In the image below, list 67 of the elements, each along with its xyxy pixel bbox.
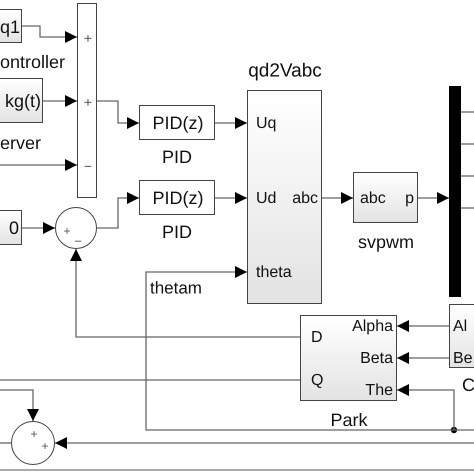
signal-arrow: [418, 192, 449, 204]
signal-label: thetam: [150, 280, 202, 296]
signal-arrow: [70, 249, 300, 338]
port-label: Ud: [256, 191, 276, 207]
port-label: q1: [0, 18, 20, 36]
signal-line: [0, 442, 11, 444]
port-label: Uq: [256, 116, 276, 132]
block: [300, 315, 397, 401]
block: [353, 172, 418, 223]
sum-circle: [55, 207, 97, 249]
signal-arrow: [397, 384, 455, 430]
port-label: p: [405, 191, 414, 207]
block-label: PID(z): [152, 114, 204, 132]
block-name: PID: [162, 223, 192, 241]
port-label: Beta: [360, 351, 393, 367]
signal-arrow: [397, 352, 449, 364]
block-name: ontroller: [0, 53, 66, 71]
block-name: C: [462, 376, 474, 394]
signal-arrow: [215, 117, 247, 129]
port-label: D: [311, 330, 323, 346]
sign-label: +: [64, 225, 70, 237]
mux-bar: [449, 86, 461, 297]
signal-arrow: [397, 320, 449, 332]
signal-arrow: [0, 159, 77, 171]
block-name: PID: [162, 148, 192, 166]
block-label: PID(z): [152, 189, 204, 207]
signal-arrow: [97, 192, 139, 229]
sign-label: +: [30, 428, 38, 440]
signal-line: [461, 207, 474, 209]
pid-block: [139, 180, 215, 215]
signal-arrow: [22, 25, 77, 43]
signal-arrow: [0, 389, 39, 421]
port-label: abc: [292, 191, 318, 207]
signal-line: [0, 379, 300, 381]
sign-label: +: [84, 31, 92, 45]
signal-line: [461, 143, 474, 145]
signal-arrow: [55, 437, 474, 449]
pid-block: [139, 105, 215, 140]
signal-arrow: [145, 266, 474, 431]
block-name: Park: [330, 411, 368, 429]
block-title: qd2Vabc: [248, 62, 322, 80]
port-label: abc: [360, 191, 386, 207]
block-name: svpwm: [358, 233, 414, 251]
sum-circle: [11, 421, 55, 465]
signal-arrow: [322, 192, 353, 204]
signal-arrow: [215, 192, 247, 204]
port-label: The: [365, 383, 393, 399]
sign-label: −: [84, 159, 92, 173]
port-label: Alpha: [352, 319, 393, 335]
signal-arrow: [22, 222, 55, 234]
block: [449, 304, 474, 368]
signal-arrow: [97, 100, 139, 129]
port-label: Q: [311, 373, 324, 389]
signal-arrow: [43, 95, 77, 107]
port-label: theta: [256, 265, 292, 281]
signal-line: [461, 111, 474, 113]
port-label: Be: [453, 351, 473, 367]
block: [0, 78, 43, 123]
sign-label: +: [84, 95, 92, 109]
sum-block: [77, 3, 97, 198]
sign-label: −: [74, 234, 82, 248]
port-label: 0: [8, 219, 19, 237]
signal-line: [461, 175, 474, 177]
block-name: erver: [0, 134, 42, 152]
port-label: kg(t): [5, 92, 41, 110]
sign-label: +: [42, 440, 48, 452]
port-label: Al: [453, 319, 468, 335]
